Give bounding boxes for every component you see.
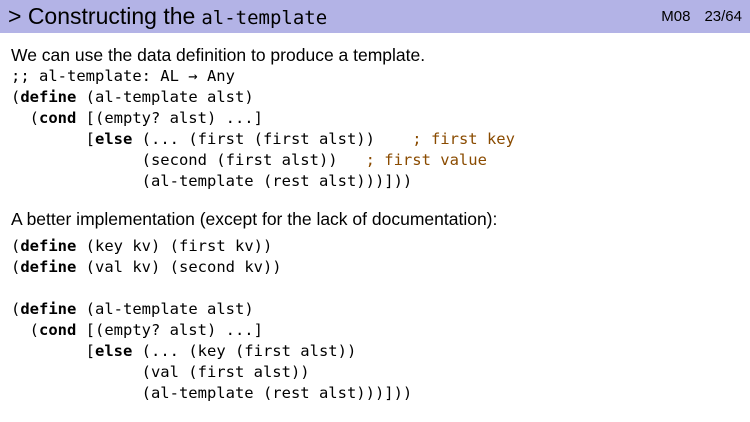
code-text: (: [11, 258, 21, 276]
slide-title: > Constructing the al-template: [8, 3, 327, 30]
code-text: [(empty? alst) ...]: [76, 321, 263, 339]
code-text: [(empty? alst) ...]: [76, 109, 263, 127]
slide-info: M08 23/64: [661, 8, 742, 25]
code-keyword: define: [20, 258, 77, 276]
code-text: (... (first (first alst)): [132, 130, 413, 148]
code-text: (key kv) (first kv)): [76, 237, 273, 255]
code-line: (define (key kv) (first kv)): [11, 237, 272, 255]
code-text: (: [11, 237, 21, 255]
code-line: (define (al-template alst): [11, 88, 254, 106]
better-template-code-block: (define (al-template alst) (cond [(empty…: [11, 299, 740, 404]
intro-text: We can use the data definition to produc…: [11, 45, 426, 65]
module-label: M08: [661, 8, 691, 25]
code-comment: ; first key: [412, 130, 515, 148]
code-line: (al-template (rest alst)))])): [11, 172, 413, 190]
template-code-block: (define (al-template alst) (cond [(empty…: [11, 87, 740, 192]
code-line: (al-template (rest alst)))])): [11, 384, 413, 402]
code-keyword: define: [20, 237, 77, 255]
code-comment: ; first value: [365, 151, 487, 169]
code-keyword: cond: [39, 321, 77, 339]
code-text: (al-template (rest alst)))])): [11, 172, 413, 190]
better-intro-text: A better implementation (except for the …: [11, 209, 498, 229]
slide-title-text: > Constructing the: [8, 3, 196, 29]
code-line: (define (al-template alst): [11, 300, 254, 318]
slide-content: We can use the data definition to produc…: [11, 44, 740, 404]
code-text: (: [11, 300, 21, 318]
slide-title-bar: > Constructing the al-template M08 23/64: [0, 0, 750, 33]
code-text: (: [11, 88, 21, 106]
code-keyword: define: [20, 300, 77, 318]
code-text: (: [11, 321, 39, 339]
code-line: (val (first alst)): [11, 363, 310, 381]
blank-code-line: [11, 278, 740, 299]
code-line: [else (... (first (first alst)) ; first …: [11, 130, 515, 148]
code-text: (val (first alst)): [11, 363, 310, 381]
code-text: (... (key (first alst)): [132, 342, 357, 360]
code-keyword: define: [20, 88, 77, 106]
helpers-code-block: (define (key kv) (first kv)) (define (va…: [11, 236, 740, 278]
code-line: (cond [(empty? alst) ...]: [11, 321, 263, 339]
code-text: (val kv) (second kv)): [76, 258, 282, 276]
code-keyword: cond: [39, 109, 77, 127]
code-text: [: [11, 342, 95, 360]
page-number: 23/64: [704, 8, 742, 25]
code-text: (al-template alst): [76, 88, 254, 106]
code-line: [else (... (key (first alst)): [11, 342, 357, 360]
code-text: (second (first alst)): [11, 151, 366, 169]
code-text: (al-template alst): [76, 300, 254, 318]
code-text: (: [11, 109, 39, 127]
code-text: (al-template (rest alst)))])): [11, 384, 413, 402]
code-line: (second (first alst)) ; first value: [11, 151, 487, 169]
code-line: (define (val kv) (second kv)): [11, 258, 282, 276]
signature-comment: ;; al-template: AL → Any: [11, 67, 235, 85]
code-keyword: else: [95, 342, 133, 360]
slide-title-code: al-template: [201, 7, 328, 29]
code-line: (cond [(empty? alst) ...]: [11, 109, 263, 127]
code-keyword: else: [95, 130, 133, 148]
code-text: [: [11, 130, 95, 148]
